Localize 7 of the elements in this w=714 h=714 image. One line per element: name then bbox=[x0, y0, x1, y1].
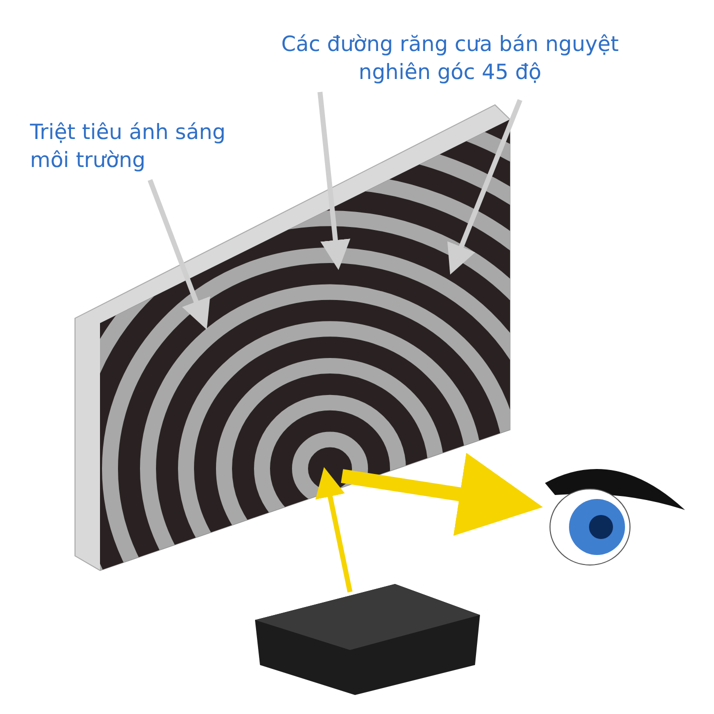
leader-arrow bbox=[447, 99, 522, 275]
light-arrow bbox=[340, 452, 543, 536]
leader-arrow bbox=[318, 92, 350, 270]
callout-text: Các đường răng cưa bán nguyệt nghiên góc 45 độ bbox=[280, 31, 620, 86]
callout-text: Triệt tiêu ánh sáng môi trường bbox=[30, 119, 227, 174]
light-arrow bbox=[315, 467, 352, 592]
leader-arrow bbox=[148, 179, 210, 330]
